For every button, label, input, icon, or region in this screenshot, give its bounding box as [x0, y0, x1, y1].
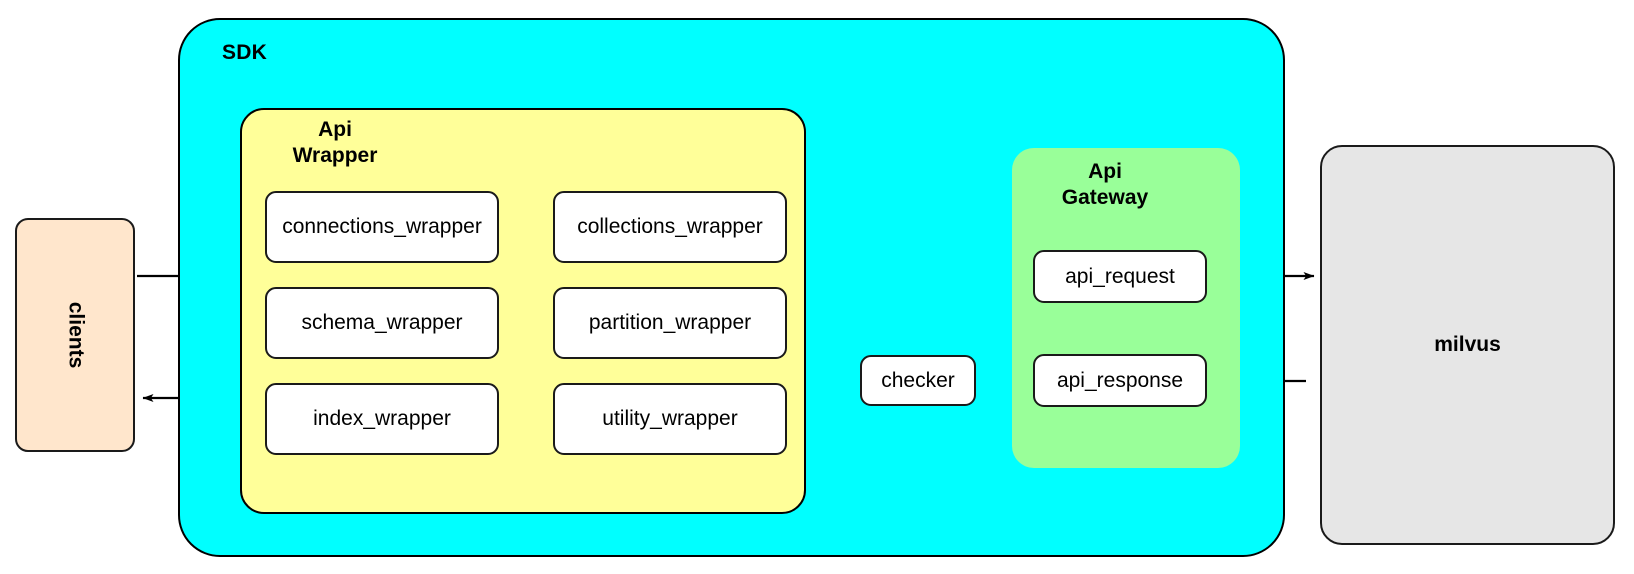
api-gateway-container[interactable]: Api Gateway: [1012, 148, 1240, 468]
card-partition-wrapper[interactable]: partition_wrapper: [553, 287, 787, 359]
card-connections-wrapper[interactable]: connections_wrapper: [265, 191, 499, 263]
clients-label: clients: [64, 301, 87, 369]
api-wrapper-label: Api Wrapper: [260, 117, 410, 169]
card-index-wrapper[interactable]: index_wrapper: [265, 383, 499, 455]
api-wrapper-label-line2: Wrapper: [292, 144, 378, 167]
checker-node[interactable]: checker: [860, 355, 976, 406]
milvus-node[interactable]: milvus: [1320, 145, 1615, 545]
api-gateway-label-line2: Gateway: [1061, 186, 1149, 209]
card-api-request[interactable]: api_request: [1033, 250, 1207, 303]
card-utility-wrapper[interactable]: utility_wrapper: [553, 383, 787, 455]
api-wrapper-label-line1: Api: [318, 118, 352, 141]
api-gateway-label: Api Gateway: [1020, 159, 1190, 211]
clients-node[interactable]: clients: [15, 218, 135, 452]
api-gateway-label-line1: Api: [1088, 160, 1122, 183]
card-collections-wrapper[interactable]: collections_wrapper: [553, 191, 787, 263]
card-schema-wrapper[interactable]: schema_wrapper: [265, 287, 499, 359]
card-api-response[interactable]: api_response: [1033, 354, 1207, 407]
sdk-label: SDK: [222, 41, 267, 64]
